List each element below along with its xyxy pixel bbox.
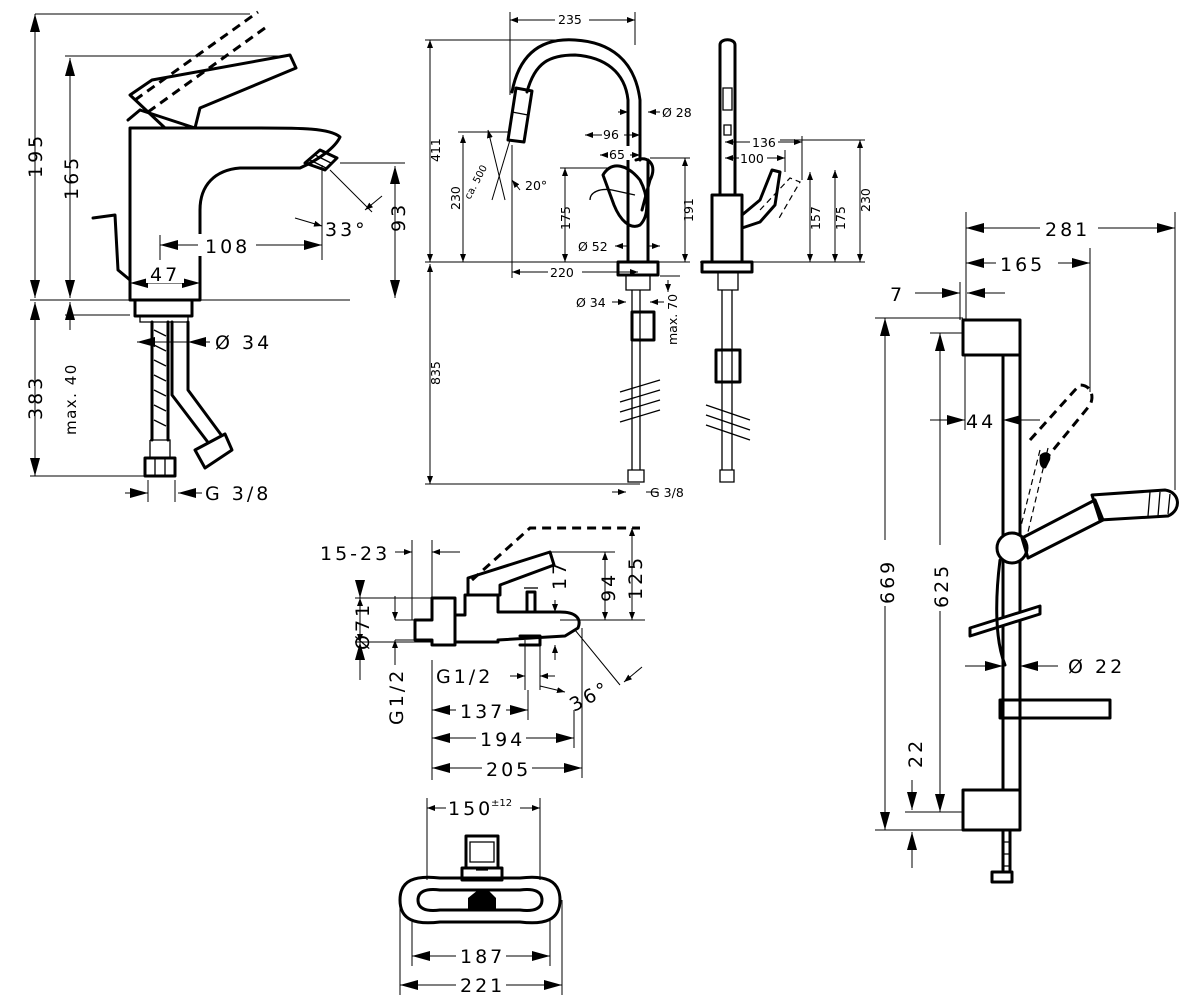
dim-36deg: 36° <box>566 677 614 716</box>
dim-15-23: 15-23 <box>320 543 390 565</box>
dim-93: 93 <box>388 202 410 232</box>
dim-625: 625 <box>931 563 953 608</box>
side-lever <box>740 168 782 230</box>
dim-175-side: 175 <box>833 206 848 230</box>
dim-ca-500: ca. 500 <box>463 164 490 202</box>
shower-hose <box>995 558 1007 667</box>
connector-nut-left <box>143 456 177 478</box>
dim-44: 44 <box>966 411 996 433</box>
dim-17: 17 <box>549 560 571 590</box>
dim-33deg: 33° <box>325 219 368 241</box>
bath-front-body <box>398 875 562 925</box>
dim-dia-28: Ø 28 <box>662 105 692 120</box>
side-box <box>714 348 742 384</box>
dim-65: 65 <box>609 147 625 162</box>
dim-220: 220 <box>550 265 574 280</box>
kitchen-side-view: 136 100 157 175 230 <box>700 38 873 483</box>
dim-165-shower: 165 <box>1000 254 1045 276</box>
shower-set-view: 281 165 7 44 669 625 22 Ø 22 <box>875 212 1179 884</box>
dim-157: 157 <box>808 206 823 230</box>
dim-g12-wall: G1/2 <box>386 668 408 725</box>
dim-g38: G 3/8 <box>205 483 271 505</box>
rail-break <box>968 604 1042 638</box>
soap-shelf <box>998 698 1112 720</box>
dim-47: 47 <box>150 264 180 286</box>
dim-835: 835 <box>428 361 443 385</box>
dim-dia-34: Ø 34 <box>215 332 272 354</box>
dim-235: 235 <box>558 12 582 27</box>
dim-100: 100 <box>740 151 764 166</box>
bath-body <box>413 593 581 647</box>
basin-mixer-view: 195 165 383 max. 40 108 47 93 33° Ø 34 <box>25 10 410 505</box>
dim-dia-71: Ø71 <box>352 602 374 650</box>
dim-187: 187 <box>460 946 505 968</box>
dim-221: 221 <box>460 975 505 997</box>
kitchen-body <box>626 158 650 264</box>
dim-g38-kitchen: G 3/8 <box>650 485 684 500</box>
dim-136: 136 <box>752 135 776 150</box>
dim-g12-spout: G1/2 <box>436 666 493 688</box>
bath-lever-open-dashed <box>470 526 640 582</box>
dim-175: 175 <box>558 206 573 230</box>
dim-125: 125 <box>625 555 647 600</box>
bottom-bracket <box>961 788 1022 832</box>
dim-230: 230 <box>448 186 463 210</box>
dim-max-70: max. 70 <box>665 294 680 345</box>
dim-137: 137 <box>460 701 505 723</box>
dim-669: 669 <box>877 559 899 604</box>
dim-411: 411 <box>428 138 443 162</box>
dim-max-40: max. 40 <box>62 363 80 435</box>
dim-150: 150 <box>448 798 493 820</box>
dim-194: 194 <box>480 729 525 751</box>
kitchen-box <box>630 310 656 342</box>
pullout-head <box>506 86 534 144</box>
hose-outlet <box>1001 828 1012 872</box>
dim-dia-22: Ø 22 <box>1068 656 1125 678</box>
dim-tolerance: ±12 <box>491 798 512 809</box>
basin-shank <box>133 298 194 318</box>
side-spout-tube <box>718 38 737 197</box>
basin-aerator <box>303 148 339 172</box>
side-body <box>710 193 744 264</box>
bath-front-view: 150 ±12 187 221 <box>398 796 563 997</box>
kitchen-mixer-view: 235 Ø 28 411 230 ca. 500 20° 96 65 175 1… <box>425 10 696 500</box>
kitchen-lever <box>601 164 649 228</box>
dim-dia-52: Ø 52 <box>578 239 608 254</box>
dim-383: 383 <box>25 375 47 420</box>
dim-96: 96 <box>603 127 619 142</box>
handshower-head <box>1090 488 1179 522</box>
bath-outlet <box>518 634 542 647</box>
dim-165: 165 <box>61 155 83 200</box>
slider <box>995 531 1029 565</box>
dim-195: 195 <box>25 133 47 178</box>
dim-281: 281 <box>1045 219 1090 241</box>
popup-rod <box>91 213 132 282</box>
dim-22: 22 <box>905 738 927 768</box>
basin-body <box>128 126 342 302</box>
dim-205: 205 <box>486 759 531 781</box>
dim-dia-34-kitchen: Ø 34 <box>576 295 606 310</box>
top-bracket <box>961 318 1022 357</box>
dim-94: 94 <box>598 572 620 602</box>
diverter-knob <box>525 590 537 614</box>
dim-108: 108 <box>205 236 250 258</box>
handshower-tilted-dashed <box>1028 383 1094 461</box>
dim-20deg: 20° <box>525 178 547 193</box>
dim-7: 7 <box>890 284 905 306</box>
connector-nut-right <box>193 432 234 470</box>
dim-191: 191 <box>681 198 696 222</box>
bath-lever <box>466 550 556 597</box>
bath-front-outlet <box>468 890 496 910</box>
dim-230-side: 230 <box>858 188 873 212</box>
bath-front-lever <box>460 834 504 882</box>
bath-mixer-view: Ø71 G1/2 15-23 94 125 17 G1/2 36° <box>320 526 647 781</box>
